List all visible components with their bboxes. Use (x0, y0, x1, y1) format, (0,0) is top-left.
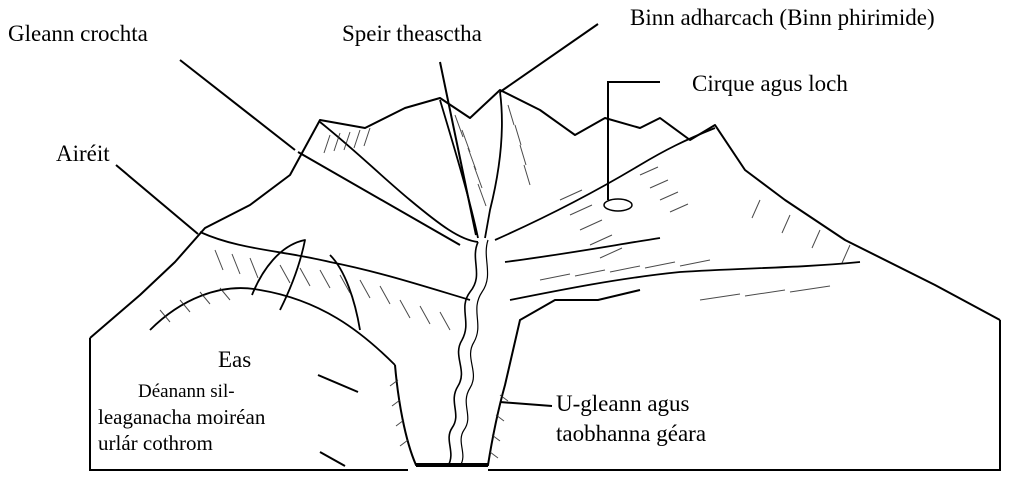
leader-eas (318, 375, 358, 392)
label-deanann-line3: urlár cothrom (98, 432, 213, 455)
label-gleann-crochta: Gleann crochta (8, 22, 148, 47)
leader-aireit (116, 165, 198, 234)
label-binn-adharcach: Binn adharcach (Binn phirimide) (630, 6, 935, 31)
label-u-gleann-line2: taobhanna géara (556, 422, 706, 447)
label-eas: Eas (218, 348, 251, 373)
cirque-lake (604, 199, 632, 211)
leader-deanann (320, 452, 345, 466)
label-cirque-agus-loch: Cirque agus loch (692, 72, 848, 97)
label-u-gleann-line1: U-gleann agus (556, 392, 690, 417)
label-aireit: Airéit (56, 142, 110, 167)
leader-u-gleann (500, 402, 552, 406)
leader-binn-adharcach (500, 24, 598, 92)
label-speir-theasctha: Speir theasctha (342, 22, 482, 47)
mountain-outline (90, 90, 1000, 338)
label-deanann-line1: Déanann sil- (138, 382, 235, 403)
label-deanann-line2: leaganacha moiréan (98, 406, 265, 429)
leader-gleann-crochta (180, 60, 295, 150)
